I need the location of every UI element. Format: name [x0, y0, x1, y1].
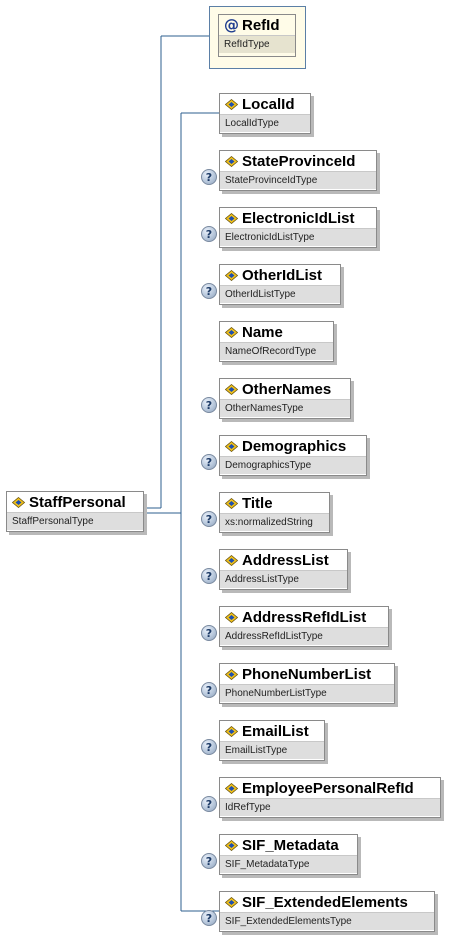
optional-question-icon: ?	[201, 226, 217, 242]
attribute-node-refid[interactable]: @ RefId RefIdType	[215, 11, 299, 60]
element-icon	[225, 896, 238, 908]
optional-question-icon: ?	[201, 283, 217, 299]
element-icon	[225, 440, 238, 452]
optional-question-icon: ?	[201, 853, 217, 869]
at-sign-icon: @	[224, 16, 239, 34]
element-name: ElectronicIdList	[242, 209, 355, 227]
element-type: OtherNamesType	[220, 399, 350, 417]
optional-question-icon: ?	[201, 739, 217, 755]
element-icon	[225, 269, 238, 281]
element-icon	[225, 383, 238, 395]
optional-question-icon: ?	[201, 625, 217, 641]
element-icon	[225, 155, 238, 167]
element-name: AddressList	[242, 551, 329, 569]
element-name: StateProvinceId	[242, 152, 356, 170]
root-node-staffpersonal[interactable]: StaffPersonal StaffPersonalType	[6, 491, 144, 532]
element-name: Title	[242, 494, 273, 512]
element-icon	[225, 326, 238, 338]
element-type: xs:normalizedString	[220, 513, 329, 531]
element-name: Name	[242, 323, 283, 341]
element-type: LocalIdType	[220, 114, 310, 132]
element-name: EmailList	[242, 722, 309, 740]
element-type: AddressListType	[220, 570, 347, 588]
element-type: OtherIdListType	[220, 285, 340, 303]
element-type: EmailListType	[220, 741, 324, 759]
root-name: StaffPersonal	[29, 493, 126, 511]
element-name: EmployeePersonalRefId	[242, 779, 414, 797]
optional-question-icon: ?	[201, 397, 217, 413]
optional-question-icon: ?	[201, 568, 217, 584]
element-type: AddressRefIdListType	[220, 627, 388, 645]
element-icon	[225, 554, 238, 566]
element-icon	[225, 98, 238, 110]
element-type: PhoneNumberListType	[220, 684, 394, 702]
element-icon	[225, 725, 238, 737]
optional-question-icon: ?	[201, 682, 217, 698]
element-type: IdRefType	[220, 798, 440, 816]
element-name: Demographics	[242, 437, 347, 455]
element-name: SIF_ExtendedElements	[242, 893, 408, 911]
element-type: NameOfRecordType	[220, 342, 333, 360]
element-icon	[225, 839, 238, 851]
attribute-type: RefIdType	[219, 35, 295, 53]
element-type: ElectronicIdListType	[220, 228, 376, 246]
element-type: StateProvinceIdType	[220, 171, 376, 189]
element-icon	[225, 668, 238, 680]
optional-question-icon: ?	[201, 454, 217, 470]
attribute-name: RefId	[242, 16, 280, 34]
element-name: AddressRefIdList	[242, 608, 367, 626]
element-icon	[225, 782, 238, 794]
element-type: DemographicsType	[220, 456, 366, 474]
element-icon	[225, 611, 238, 623]
element-name: PhoneNumberList	[242, 665, 372, 683]
element-type: SIF_ExtendedElementsType	[220, 912, 434, 930]
optional-question-icon: ?	[201, 511, 217, 527]
optional-question-icon: ?	[201, 910, 217, 926]
element-icon	[12, 496, 25, 508]
element-type: SIF_MetadataType	[220, 855, 357, 873]
element-icon	[225, 212, 238, 224]
root-type: StaffPersonalType	[7, 512, 143, 530]
element-name: SIF_Metadata	[242, 836, 339, 854]
element-name: LocalId	[242, 95, 295, 113]
element-icon	[225, 497, 238, 509]
element-name: OtherIdList	[242, 266, 323, 284]
element-name: OtherNames	[242, 380, 332, 398]
optional-question-icon: ?	[201, 169, 217, 185]
optional-question-icon: ?	[201, 796, 217, 812]
